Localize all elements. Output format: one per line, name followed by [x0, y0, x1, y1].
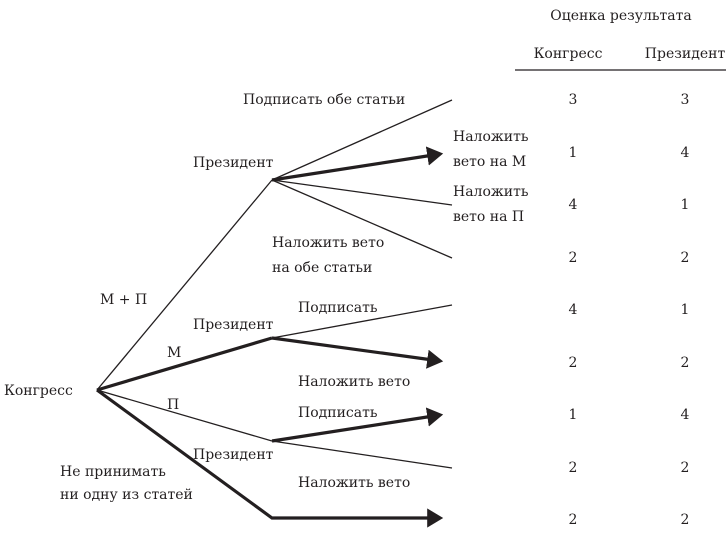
edge-none: [96, 388, 444, 528]
payoff-president: 2: [681, 355, 690, 371]
column-president: Президент: [645, 46, 726, 62]
payoff-rows: 3 3 1 4 4 1 2 2 4 1 2 2 1 4 2 2 2 2: [569, 92, 690, 528]
label-p-veto: Наложить вето: [298, 475, 410, 491]
president-node-middle: Президент: [193, 317, 274, 333]
label-veto-both-2: на обе статьи: [272, 260, 372, 276]
edge-m-veto: [271, 336, 444, 369]
edge-veto-m: [271, 146, 444, 182]
edge-p-veto: [271, 440, 453, 469]
payoff-congress: 2: [569, 355, 578, 371]
president-node-top: Президент: [193, 155, 274, 171]
payoff-president: 1: [681, 197, 690, 213]
edge-p: [96, 389, 273, 442]
label-none-1: Не принимать: [60, 464, 166, 480]
label-veto-p-2: вето на П: [453, 209, 524, 225]
payoff-congress: 1: [569, 407, 578, 423]
payoff-congress: 4: [569, 302, 578, 318]
edge-p-sign: [271, 407, 444, 443]
label-veto-both-1: Наложить вето: [272, 235, 384, 251]
label-m: М: [167, 345, 181, 361]
label-veto-m-2: вето на М: [453, 154, 526, 170]
payoff-congress: 2: [569, 250, 578, 266]
payoff-president: 4: [681, 407, 690, 423]
payoff-congress: 2: [569, 512, 578, 528]
payoff-congress: 3: [569, 92, 578, 108]
table-title: Оценка результата: [550, 8, 691, 24]
payoff-president: 2: [681, 460, 690, 476]
edge-both: [96, 179, 273, 391]
president-node-lower: Президент: [193, 447, 274, 463]
payoff-president: 1: [681, 302, 690, 318]
payoff-president: 2: [681, 250, 690, 266]
edge-sign-both: [271, 99, 453, 181]
label-m-veto: Наложить вето: [298, 374, 410, 390]
payoff-congress: 1: [569, 145, 578, 161]
edge-m: [96, 336, 273, 392]
edge-m-sign: [271, 304, 453, 339]
payoff-president: 2: [681, 512, 690, 528]
payoff-president: 3: [681, 92, 690, 108]
label-p-sign: Подписать: [298, 405, 378, 421]
payoff-congress: 4: [569, 197, 578, 213]
payoff-congress: 2: [569, 460, 578, 476]
root-congress: Конгресс: [4, 383, 73, 399]
label-none-2: ни одну из статей: [60, 487, 193, 503]
label-veto-m-1: Наложить: [453, 129, 529, 145]
edge-veto-both: [271, 179, 453, 259]
label-sign-both: Подписать обе статьи: [243, 92, 405, 108]
edge-veto-p: [271, 179, 453, 206]
label-veto-p-1: Наложить: [453, 184, 529, 200]
column-congress: Конгресс: [534, 46, 603, 62]
label-p: П: [167, 397, 179, 413]
payoff-president: 4: [681, 145, 690, 161]
label-both: М + П: [100, 292, 147, 308]
label-m-sign: Подписать: [298, 300, 378, 316]
